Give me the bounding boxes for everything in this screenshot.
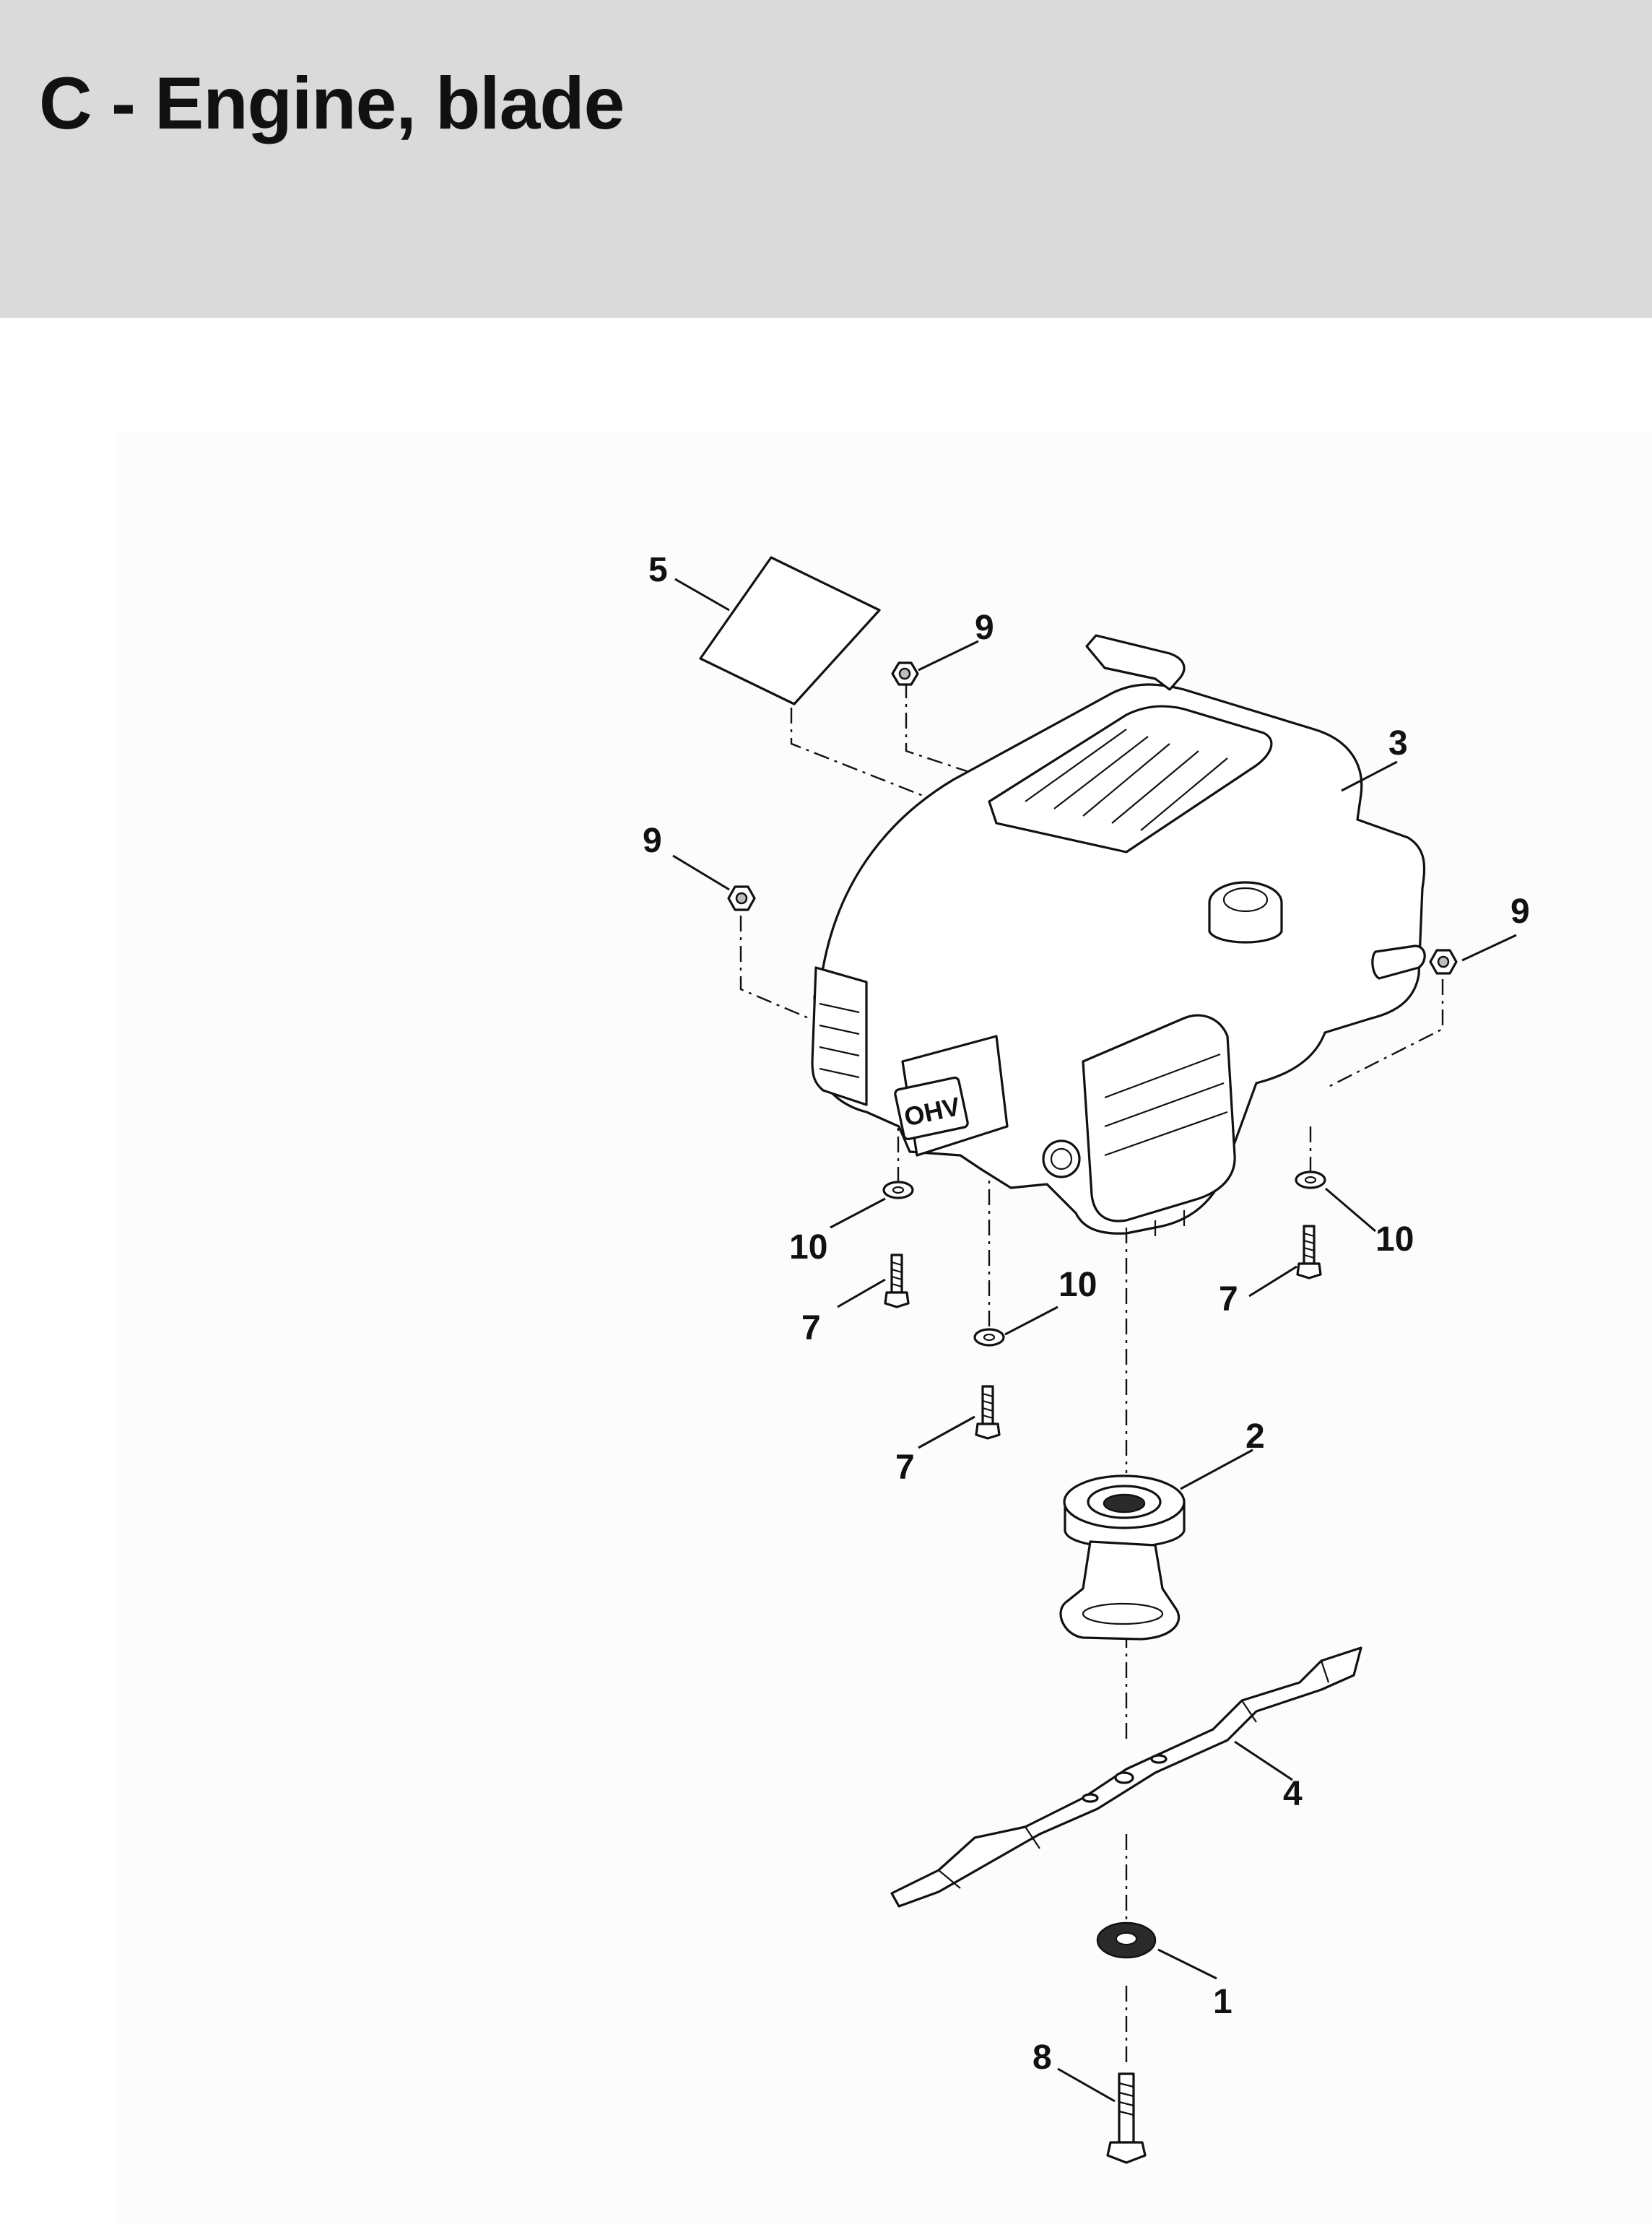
washer-right (1295, 1170, 1326, 1189)
ohv-badge (894, 1076, 969, 1141)
assembly-lines (739, 682, 1444, 2065)
callout-10-left: 10 (789, 1228, 827, 1267)
blade-bolt (1106, 2072, 1147, 2164)
nut-left (727, 885, 756, 911)
callout-7-left: 7 (801, 1309, 821, 1347)
spring-washer (1096, 1921, 1157, 1959)
callout-3: 3 (1388, 724, 1408, 763)
bolt-left (884, 1254, 910, 1308)
callout-10-middle: 10 (1058, 1266, 1097, 1304)
callout-9-top: 9 (975, 609, 994, 647)
callout-9-left: 9 (643, 822, 662, 860)
callout-leaders (672, 578, 1517, 2103)
blade (890, 1646, 1362, 1908)
page-title: C - Engine, blade (39, 62, 625, 144)
callout-9-right: 9 (1510, 892, 1530, 931)
nut-right (1429, 949, 1458, 975)
callout-8: 8 (1032, 2038, 1052, 2077)
callout-labels: 5 9 3 9 9 10 10 10 7 7 7 2 4 1 8 (643, 551, 1530, 2077)
callout-7-middle: 7 (895, 1448, 915, 1487)
diagram-background (116, 433, 1652, 2224)
callout-2: 2 (1245, 1417, 1265, 1456)
callout-5: 5 (648, 551, 668, 589)
nut-top (891, 661, 919, 686)
page-header: C - Engine, blade (0, 0, 1652, 318)
engine: OHV (811, 634, 1426, 1242)
callout-10-right: 10 (1375, 1220, 1414, 1259)
callout-1: 1 (1213, 1983, 1233, 2021)
callout-7-right: 7 (1219, 1280, 1238, 1319)
callout-4: 4 (1283, 1775, 1303, 1813)
bolt-right (1296, 1225, 1322, 1280)
label-sticker (699, 556, 881, 705)
washer-middle (973, 1328, 1005, 1347)
blade-adapter (1059, 1474, 1186, 1641)
washer-left (882, 1181, 914, 1199)
bolt-middle (975, 1385, 1001, 1440)
